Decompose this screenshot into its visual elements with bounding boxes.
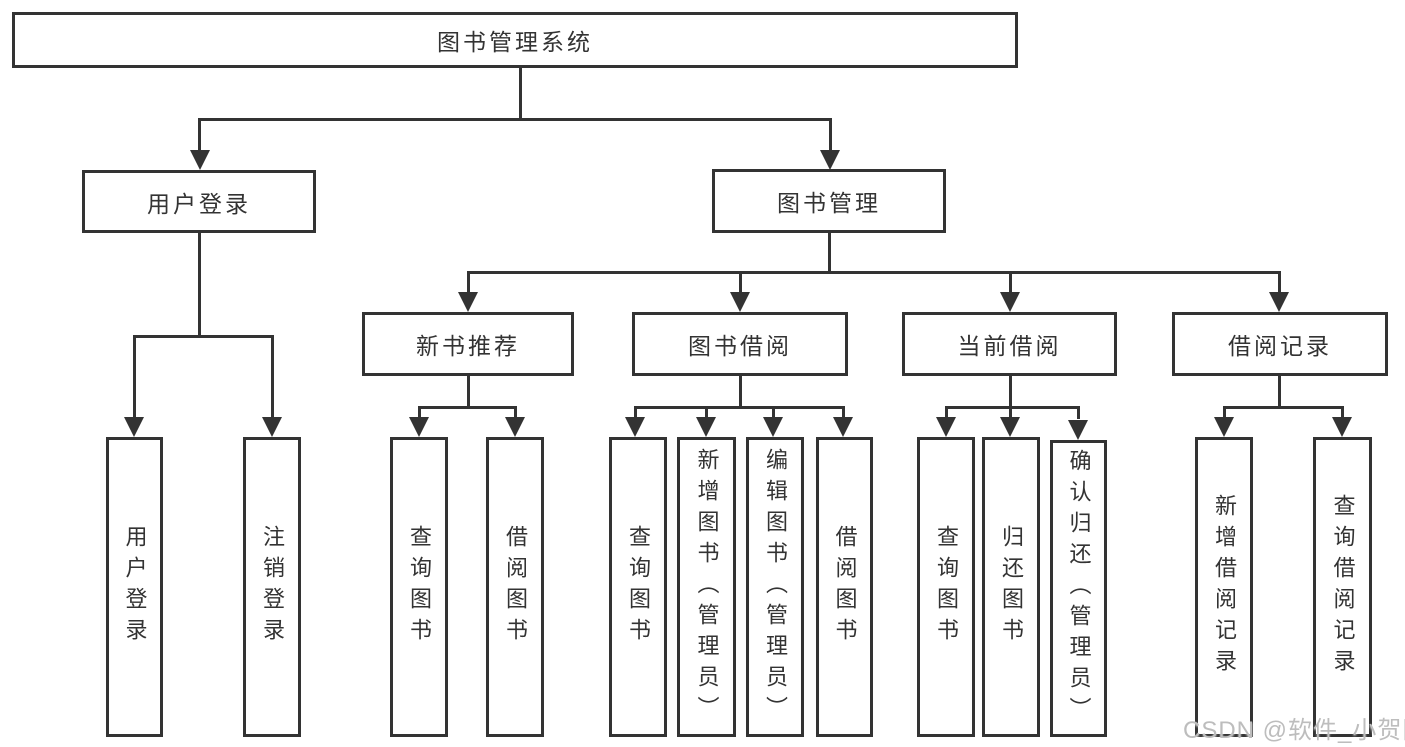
connector-user-login-rail bbox=[133, 335, 274, 338]
node-current-borrow: 当前借阅 bbox=[902, 312, 1117, 376]
leaf-bb-edit-book: 编辑图书（管理员） bbox=[746, 437, 804, 737]
node-user-login-label: 用户登录 bbox=[147, 190, 251, 217]
arrowhead-new-book bbox=[458, 292, 478, 312]
connector-bb-add-shaft bbox=[705, 406, 708, 419]
connector-borrow-record-rail bbox=[1223, 406, 1343, 409]
leaf-bb-add-book: 新增图书（管理员） bbox=[677, 437, 736, 737]
connector-leaf-user-login-shaft bbox=[133, 335, 136, 419]
connector-rec-borrow-shaft bbox=[514, 406, 517, 419]
arrowhead-book-borrow bbox=[730, 292, 750, 312]
leaf-cb-confirm-return-label: 确认归还（管理员） bbox=[1066, 449, 1092, 728]
node-library-system: 图书管理系统 bbox=[12, 12, 1018, 68]
node-new-book-rec: 新书推荐 bbox=[362, 312, 574, 376]
leaf-user-login-label: 用户登录 bbox=[122, 525, 148, 649]
csdn-watermark: CSDN @软件_小贺同学 bbox=[1183, 717, 1405, 744]
connector-rec-query-shaft bbox=[418, 406, 421, 419]
arrowhead-current-borrow bbox=[1000, 292, 1020, 312]
leaf-user-login: 用户登录 bbox=[106, 437, 163, 737]
connector-root-stem bbox=[519, 67, 522, 120]
node-book-borrow-label: 图书借阅 bbox=[688, 333, 792, 359]
leaf-br-query-record: 查询借阅记录 bbox=[1313, 437, 1372, 737]
leaf-cb-return-book: 归还图书 bbox=[982, 437, 1040, 737]
arrowhead-bb-edit bbox=[763, 417, 783, 437]
connector-new-book-rail bbox=[418, 406, 516, 409]
leaf-bb-query-book: 查询图书 bbox=[609, 437, 667, 737]
leaf-cb-return-book-label: 归还图书 bbox=[999, 525, 1024, 649]
connector-book-mgmt-stem bbox=[828, 233, 831, 273]
arrowhead-rec-borrow bbox=[505, 417, 525, 437]
connector-new-book-stem bbox=[467, 375, 470, 408]
connector-current-borrow-shaft bbox=[1009, 271, 1012, 296]
leaf-rec-borrow-book: 借阅图书 bbox=[486, 437, 544, 737]
leaf-rec-borrow-book-label: 借阅图书 bbox=[503, 525, 528, 649]
node-book-mgmt: 图书管理 bbox=[712, 169, 946, 233]
node-book-mgmt-label: 图书管理 bbox=[777, 190, 881, 216]
arrowhead-leaf-logout bbox=[262, 417, 282, 437]
leaf-logout-login-label: 注销登录 bbox=[260, 525, 285, 649]
connector-bb-query-shaft bbox=[634, 406, 637, 419]
leaf-br-add-record: 新增借阅记录 bbox=[1195, 437, 1253, 737]
node-book-borrow: 图书借阅 bbox=[632, 312, 848, 376]
leaf-cb-query-book: 查询图书 bbox=[917, 437, 975, 737]
arrowhead-leaf-user-login bbox=[124, 417, 144, 437]
leaf-bb-add-book-label: 新增图书（管理员） bbox=[694, 447, 720, 727]
arrowhead-cb-query bbox=[936, 417, 956, 437]
connector-cb-return-shaft bbox=[1009, 406, 1012, 419]
node-current-borrow-label: 当前借阅 bbox=[957, 333, 1062, 359]
arrowhead-borrow-record bbox=[1269, 292, 1289, 312]
connector-user-login-stem bbox=[198, 233, 201, 338]
connector-book-mgmt-rail bbox=[467, 271, 1281, 274]
connector-cb-query-shaft bbox=[945, 406, 948, 419]
node-library-system-label: 图书管理系统 bbox=[437, 29, 593, 55]
connector-cb-confirm-shaft bbox=[1077, 406, 1080, 419]
connector-book-mgmt-shaft bbox=[829, 118, 832, 154]
arrowhead-bb-query bbox=[625, 417, 645, 437]
connector-book-borrow-stem bbox=[739, 375, 742, 408]
leaf-cb-confirm-return: 确认归还（管理员） bbox=[1050, 440, 1107, 737]
arrowhead-book-mgmt bbox=[820, 150, 840, 170]
leaf-rec-query-book: 查询图书 bbox=[390, 437, 448, 737]
node-new-book-rec-label: 新书推荐 bbox=[416, 333, 520, 359]
leaf-bb-borrow-book-label: 借阅图书 bbox=[832, 525, 858, 649]
connector-borrow-record-stem bbox=[1278, 375, 1281, 408]
connector-book-borrow-shaft bbox=[739, 271, 742, 296]
connector-root-rail bbox=[198, 118, 832, 121]
node-borrow-record: 借阅记录 bbox=[1172, 312, 1388, 376]
node-user-login: 用户登录 bbox=[82, 170, 316, 233]
connector-br-query-shaft bbox=[1341, 406, 1344, 419]
connector-br-add-shaft bbox=[1223, 406, 1226, 419]
connector-current-borrow-rail bbox=[945, 406, 1079, 409]
arrowhead-br-add bbox=[1214, 417, 1234, 437]
arrowhead-cb-return bbox=[1000, 417, 1020, 437]
leaf-bb-edit-book-label: 编辑图书（管理员） bbox=[763, 447, 788, 727]
leaf-br-add-record-label: 新增借阅记录 bbox=[1212, 494, 1237, 680]
leaf-br-query-record-label: 查询借阅记录 bbox=[1330, 494, 1356, 680]
connector-bb-edit-shaft bbox=[772, 406, 775, 419]
arrowhead-br-query bbox=[1332, 417, 1352, 437]
arrowhead-cb-confirm bbox=[1068, 420, 1088, 440]
connector-borrow-record-shaft bbox=[1278, 271, 1281, 296]
arrowhead-rec-query bbox=[409, 417, 429, 437]
arrowhead-bb-borrow bbox=[833, 417, 853, 437]
leaf-logout-login: 注销登录 bbox=[243, 437, 301, 737]
node-borrow-record-label: 借阅记录 bbox=[1228, 333, 1332, 359]
connector-leaf-logout-shaft bbox=[271, 335, 274, 419]
leaf-bb-query-book-label: 查询图书 bbox=[626, 525, 651, 649]
connector-user-login-shaft bbox=[198, 118, 201, 154]
connector-current-borrow-stem bbox=[1009, 375, 1012, 408]
leaf-bb-borrow-book: 借阅图书 bbox=[816, 437, 873, 737]
leaf-cb-query-book-label: 查询图书 bbox=[934, 525, 959, 649]
arrowhead-user-login bbox=[190, 150, 210, 170]
connector-bb-borrow-shaft bbox=[842, 406, 845, 419]
connector-book-borrow-rail bbox=[634, 406, 845, 409]
arrowhead-bb-add bbox=[696, 417, 716, 437]
connector-new-book-shaft bbox=[467, 271, 470, 296]
leaf-rec-query-book-label: 查询图书 bbox=[407, 525, 432, 649]
